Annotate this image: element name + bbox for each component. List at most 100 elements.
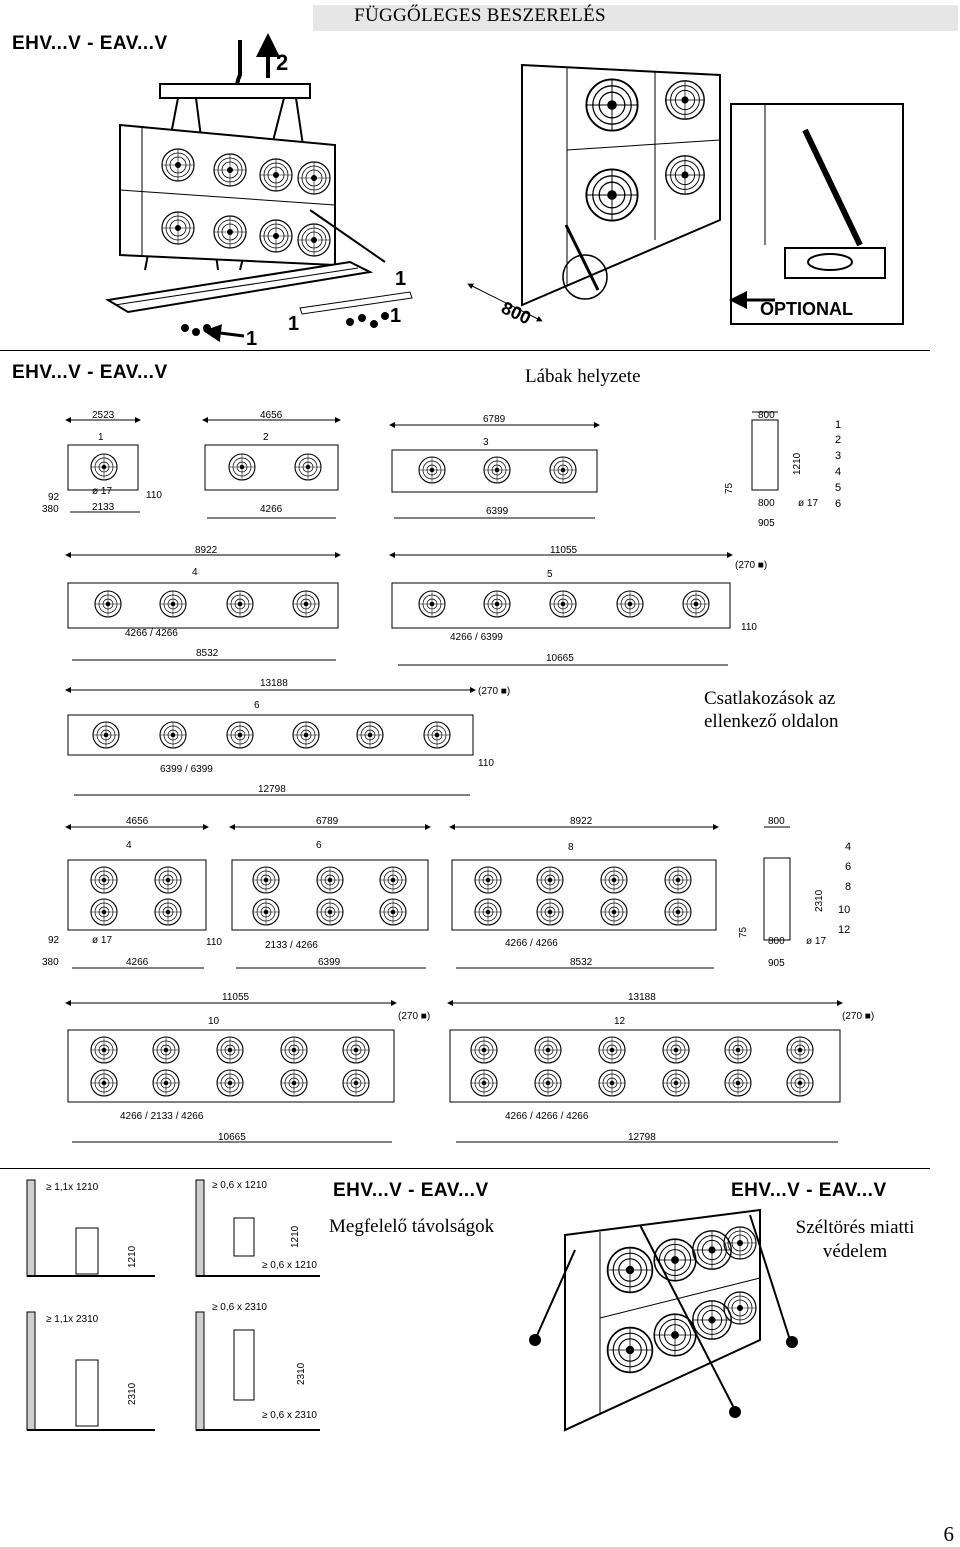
- model-code-label: EHV...V - EAV...V: [12, 33, 168, 54]
- svg-text:2: 2: [835, 434, 841, 446]
- svg-text:8532: 8532: [570, 957, 593, 968]
- svg-text:4266 / 4266: 4266 / 4266: [125, 628, 178, 639]
- clearance-diagrams: ≥ 1,1x 1210 1210 ≥ 0,6 x 1210 1210 ≥ 0,6…: [26, 1179, 320, 1431]
- model-code-label: EHV...V - EAV...V: [333, 1180, 489, 1201]
- svg-text:10665: 10665: [218, 1132, 246, 1143]
- svg-text:8922: 8922: [570, 816, 593, 827]
- svg-text:110: 110: [146, 490, 162, 501]
- svg-text:(270 ■): (270 ■): [735, 560, 767, 571]
- svg-text:≥ 1,1x 1210: ≥ 1,1x 1210: [46, 1182, 99, 1193]
- svg-text:800: 800: [758, 498, 775, 509]
- svg-text:(270 ■): (270 ■): [398, 1011, 430, 1022]
- svg-text:6399: 6399: [318, 957, 341, 968]
- svg-text:12: 12: [614, 1016, 626, 1027]
- windbreak-illustration: [529, 1208, 798, 1432]
- svg-text:≥ 0,6 x 2310: ≥ 0,6 x 2310: [212, 1302, 267, 1313]
- svg-text:4: 4: [192, 567, 198, 578]
- svg-text:11055: 11055: [222, 992, 250, 1003]
- svg-text:2133: 2133: [92, 502, 115, 513]
- svg-text:1: 1: [288, 313, 299, 335]
- single-row-dimensions: 2523 1 2133 92 380 ø 17 110 4656 2 4266 …: [42, 410, 841, 796]
- svg-text:2: 2: [276, 50, 288, 75]
- svg-text:4266 / 4266: 4266 / 4266: [505, 938, 558, 949]
- svg-text:4: 4: [126, 840, 132, 851]
- connections-caption: Csatlakozások az ellenkező oldalon: [704, 688, 839, 732]
- section-divider: [0, 1168, 930, 1169]
- svg-text:4266 / 2133 / 4266: 4266 / 2133 / 4266: [120, 1111, 204, 1122]
- double-row-dimensions: 4656 4 92 380 ø 17 110 4266 6789 6 2133 …: [42, 816, 874, 1143]
- page-number: 6: [943, 1522, 955, 1546]
- svg-text:10665: 10665: [546, 653, 574, 664]
- svg-text:1210: 1210: [127, 1245, 138, 1268]
- svg-text:(270 ■): (270 ■): [478, 686, 510, 697]
- distances-caption: Megfelelő távolságok: [329, 1216, 495, 1237]
- svg-text:1: 1: [98, 432, 104, 443]
- lifting-illustration: 1 1 1 1 2: [105, 33, 413, 350]
- svg-text:4656: 4656: [126, 816, 149, 827]
- svg-text:≥ 0,6 x 1210: ≥ 0,6 x 1210: [212, 1180, 267, 1191]
- svg-text:8: 8: [845, 881, 851, 893]
- svg-text:12798: 12798: [628, 1132, 656, 1143]
- section-divider: [0, 350, 930, 351]
- svg-text:380: 380: [42, 504, 59, 515]
- svg-text:6399 / 6399: 6399 / 6399: [160, 764, 213, 775]
- legs-detail-illustration: 800 OPTIONAL: [467, 63, 904, 328]
- svg-text:75: 75: [738, 926, 749, 938]
- svg-text:8922: 8922: [195, 545, 218, 556]
- svg-text:≥ 1,1x 2310: ≥ 1,1x 2310: [46, 1314, 99, 1325]
- svg-text:2310: 2310: [814, 889, 825, 912]
- svg-text:110: 110: [741, 622, 757, 633]
- svg-text:1: 1: [390, 305, 401, 327]
- windbreak-caption: Széltörés miatti védelem: [795, 1217, 915, 1262]
- svg-text:1: 1: [395, 268, 406, 290]
- svg-text:2523: 2523: [92, 410, 115, 421]
- svg-text:75: 75: [724, 482, 735, 494]
- svg-text:6789: 6789: [483, 414, 506, 425]
- svg-text:6: 6: [835, 498, 841, 510]
- svg-text:3: 3: [483, 437, 489, 448]
- svg-text:3: 3: [835, 450, 841, 462]
- svg-text:380: 380: [42, 957, 59, 968]
- svg-text:ø 17: ø 17: [92, 486, 112, 497]
- page-title: FÜGGŐLEGES BESZERELÉS: [354, 5, 606, 26]
- header-bar: [313, 5, 958, 31]
- svg-text:8532: 8532: [196, 648, 219, 659]
- svg-text:≥ 0,6 x 1210: ≥ 0,6 x 1210: [262, 1260, 317, 1271]
- svg-text:ø 17: ø 17: [92, 935, 112, 946]
- legs-position-caption: Lábak helyzete: [525, 366, 641, 387]
- svg-text:1210: 1210: [792, 452, 803, 475]
- svg-text:4266 / 6399: 4266 / 6399: [450, 632, 503, 643]
- svg-text:8: 8: [568, 842, 574, 853]
- svg-text:≥ 0,6 x 2310: ≥ 0,6 x 2310: [262, 1410, 317, 1421]
- svg-text:2310: 2310: [296, 1362, 307, 1385]
- svg-text:905: 905: [768, 958, 785, 969]
- svg-text:6: 6: [316, 840, 322, 851]
- svg-text:5: 5: [835, 482, 841, 494]
- svg-text:92: 92: [48, 492, 60, 503]
- svg-text:10: 10: [208, 1016, 220, 1027]
- svg-text:4266: 4266: [260, 504, 283, 515]
- svg-text:800: 800: [768, 936, 785, 947]
- svg-text:6: 6: [254, 700, 260, 711]
- svg-text:ø 17: ø 17: [798, 498, 818, 509]
- svg-text:13188: 13188: [628, 992, 656, 1003]
- svg-text:2310: 2310: [127, 1382, 138, 1405]
- svg-text:2133 / 4266: 2133 / 4266: [265, 940, 318, 951]
- svg-text:6: 6: [845, 861, 851, 873]
- svg-text:110: 110: [478, 758, 494, 769]
- svg-text:800: 800: [758, 410, 775, 421]
- svg-text:OPTIONAL: OPTIONAL: [760, 299, 853, 319]
- svg-text:ø 17: ø 17: [806, 936, 826, 947]
- svg-text:1: 1: [246, 328, 257, 350]
- svg-text:800: 800: [768, 816, 785, 827]
- svg-text:4266 / 4266 / 4266: 4266 / 4266 / 4266: [505, 1111, 589, 1122]
- svg-text:4266: 4266: [126, 957, 149, 968]
- svg-text:10: 10: [838, 904, 850, 916]
- svg-text:4: 4: [845, 841, 851, 853]
- svg-text:4656: 4656: [260, 410, 283, 421]
- svg-text:1210: 1210: [290, 1225, 301, 1248]
- svg-text:905: 905: [758, 518, 775, 529]
- svg-text:12798: 12798: [258, 784, 286, 795]
- svg-text:12: 12: [838, 924, 850, 936]
